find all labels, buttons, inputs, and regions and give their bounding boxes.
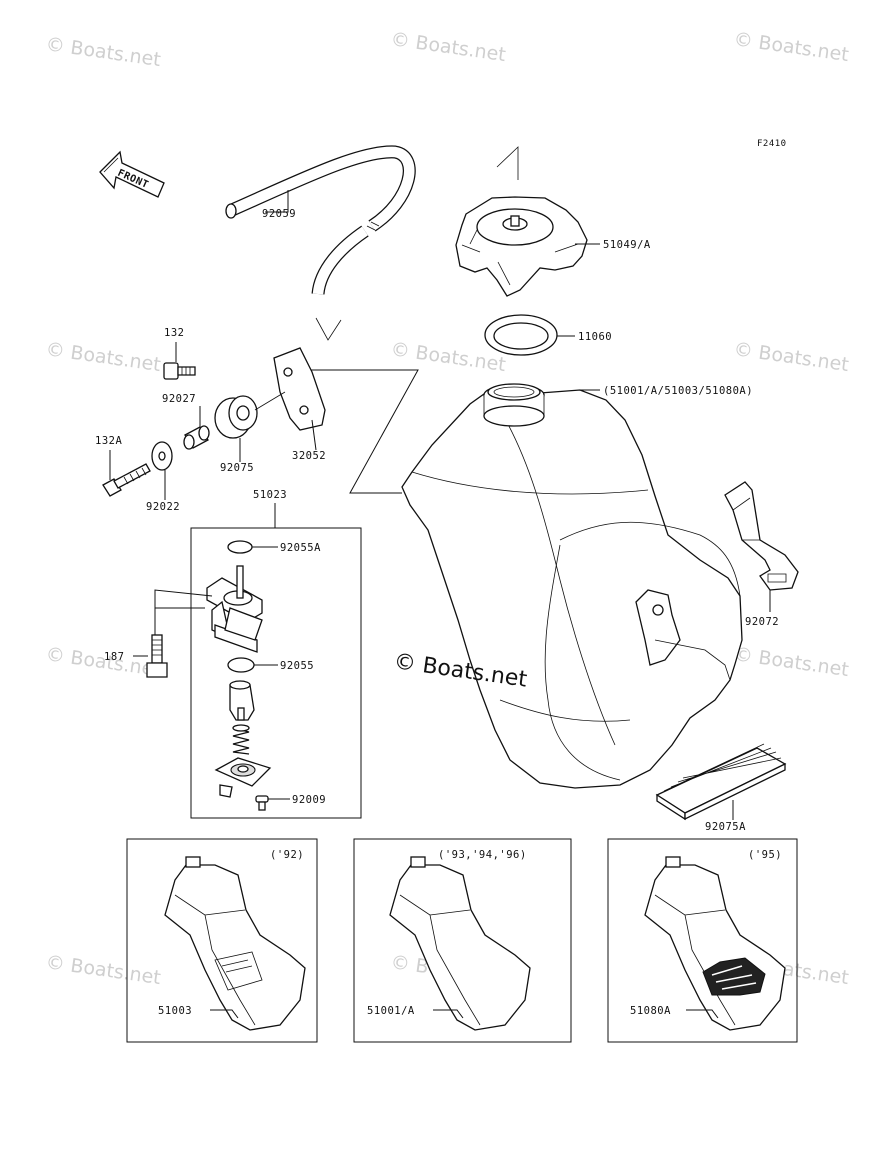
reference-line — [288, 369, 419, 494]
leader-line — [210, 1009, 239, 1019]
label-92075a: 92075A — [705, 821, 746, 833]
leader-line — [154, 589, 213, 635]
gasket — [484, 314, 558, 356]
variant-part: 51080A — [630, 1005, 671, 1017]
bolt-132a — [102, 463, 151, 497]
label-92055a: 92055A — [280, 542, 321, 554]
label-92009: 92009 — [292, 794, 326, 806]
variant-years: ('95) — [748, 849, 782, 861]
fuel-hose — [225, 145, 416, 295]
leader-line — [686, 1009, 719, 1019]
variant-years: ('93,'94,'96) — [438, 849, 527, 861]
variant-part: 51001/A — [367, 1005, 415, 1017]
label-11060: 11060 — [578, 331, 612, 343]
watermark: © Boats.net — [732, 643, 850, 681]
label-92022: 92022 — [146, 501, 180, 513]
reference-mark — [315, 317, 342, 341]
variant-years: ('92) — [270, 849, 304, 861]
bolt-132 — [163, 362, 196, 380]
fuel-cock-group-box — [190, 527, 362, 819]
variant-box-1: ('92) 51003 — [126, 838, 318, 1043]
fuel-cock-body — [206, 565, 263, 653]
watermark: © Boats.net — [389, 28, 507, 66]
variant-box-3: ('95) 51080A — [607, 838, 798, 1043]
label-132: 132 — [164, 327, 184, 339]
o-ring — [227, 657, 255, 673]
pad — [655, 743, 787, 821]
screw — [255, 795, 269, 811]
watermark: © Boats.net — [732, 338, 850, 376]
watermark: © Boats.net — [44, 338, 162, 376]
watermark: © Boats.net — [44, 951, 162, 989]
damper — [214, 391, 286, 439]
spring — [232, 724, 250, 755]
fuel-cap — [455, 146, 588, 297]
bolt-187 — [146, 634, 168, 678]
label-92059: 92059 — [262, 208, 296, 220]
strap — [724, 481, 799, 591]
label-32052: 32052 — [292, 450, 326, 462]
label-51023: 51023 — [253, 489, 287, 501]
label-51049: 51049/A — [603, 239, 651, 251]
label-187: 187 — [104, 651, 124, 663]
front-arrow-icon: FRONT — [99, 150, 165, 198]
bracket — [273, 347, 326, 431]
watermark: © Boats.net — [732, 28, 850, 66]
label-tank: (51001/A/51003/51080A) — [603, 385, 753, 397]
collar — [183, 425, 210, 450]
label-92055: 92055 — [280, 660, 314, 672]
leader-line — [433, 1009, 464, 1019]
label-92027: 92027 — [162, 393, 196, 405]
o-ring-a — [227, 540, 253, 554]
valve-lever — [214, 757, 272, 798]
watermark: © Boats.net — [44, 33, 162, 71]
leader-line — [311, 419, 317, 451]
label-132a: 132A — [95, 435, 122, 447]
label-92075: 92075 — [220, 462, 254, 474]
variant-part: 51003 — [158, 1005, 192, 1017]
fuel-tank — [401, 383, 743, 789]
washer — [151, 441, 173, 471]
variant-box-2: ('93,'94,'96) 51001/A — [353, 838, 572, 1043]
valve-element — [229, 680, 255, 721]
diagram-code: F2410 — [757, 139, 787, 149]
label-92072: 92072 — [745, 616, 779, 628]
leader-line — [265, 190, 289, 213]
